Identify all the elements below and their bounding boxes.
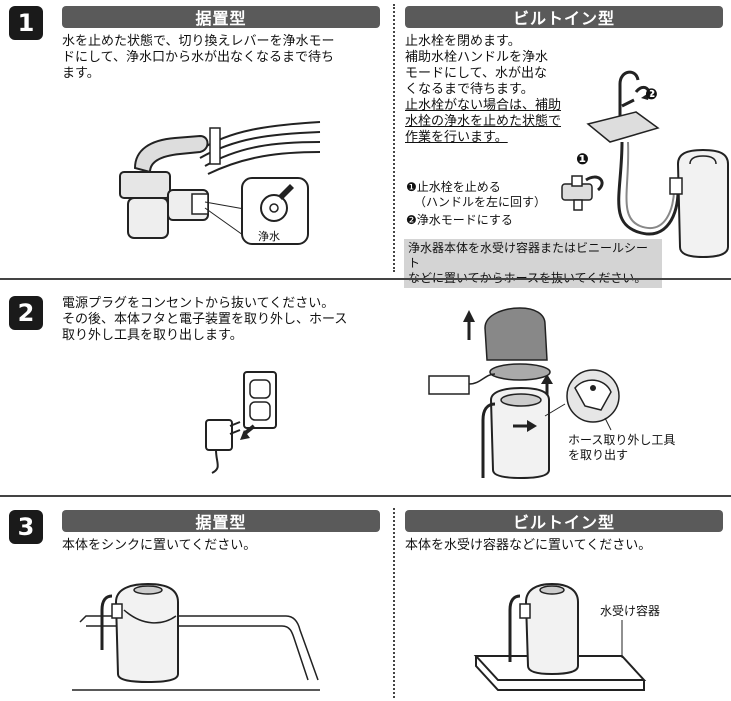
tool-label: ホース取り外し工具 を取り出す <box>568 433 675 463</box>
section-header-builtin: ビルトイン型 <box>405 6 723 28</box>
text-line-underlined: 水栓の浄水を止めた状態で <box>405 114 562 129</box>
section-divider-1 <box>0 278 731 280</box>
text-line: ドにして、浄水口から水が出なくなるまで待ち <box>62 50 334 65</box>
step2-instructions: 電源プラグをコンセントから抜いてください。 その後、本体フタと電子装置を取り外し… <box>62 296 402 344</box>
text-line: ます。 <box>62 66 100 81</box>
step-number-2: 2 <box>9 296 43 330</box>
step3-builtin-instructions: 本体を水受け容器などに置いてください。 <box>405 538 652 553</box>
text-line-underlined: 止水栓がない場合は、補助 <box>405 98 562 113</box>
section-header-standalone: 据置型 <box>62 510 380 532</box>
legend-1-line: （ハンドルを左に回す） <box>414 195 547 209</box>
tool-label-line: ホース取り外し工具 <box>568 433 676 447</box>
section-header-builtin: ビルトイン型 <box>405 510 723 532</box>
label-jousui: 浄水 <box>258 230 280 243</box>
text-line: 水を止めた状態で、切り換えレバーを浄水モー <box>62 34 335 49</box>
legend-1: ❶止水栓を止める （ハンドルを左に回す） ❷浄水モードにする <box>406 180 546 228</box>
text-line: 止水栓を閉めます。 <box>405 34 521 49</box>
shutoff-valve-icon <box>561 175 593 211</box>
note-line: 浄水器本体を水受け容器またはビニールシート <box>408 241 649 270</box>
builtin-faucet-illustration <box>585 70 729 259</box>
legend-1-line: ❶止水栓を止める <box>406 180 501 194</box>
tool-label-line: を取り出す <box>568 448 629 462</box>
column-divider <box>393 4 395 272</box>
outlet-and-plug-illustration <box>205 371 277 474</box>
legend-2-line: ❷浄水モードにする <box>406 213 513 227</box>
step-number-1: 1 <box>9 6 43 40</box>
marker-2: ❷ <box>645 85 658 103</box>
marker-1: ❶ <box>576 150 589 168</box>
water-container-illustration <box>473 582 647 691</box>
section-header-standalone: 据置型 <box>62 6 380 28</box>
text-line: くなるまで待ちます。 <box>405 82 534 97</box>
note-box: 浄水器本体を水受け容器またはビニールシート などに置いてからホースを抜いてくださ… <box>404 239 662 288</box>
column-divider <box>393 508 395 698</box>
step1-builtin-instructions: 止水栓を閉めます。 補助水栓ハンドルを浄水 モードにして、水が出な くなるまで待… <box>405 34 585 146</box>
text-line: 電源プラグをコンセントから抜いてください。 <box>62 296 335 311</box>
step1-standalone-instructions: 水を止めた状態で、切り換えレバーを浄水モー ドにして、浄水口から水が出なくなるま… <box>62 34 392 82</box>
sink-illustration <box>72 582 320 691</box>
text-line: 補助水栓ハンドルを浄水 <box>405 50 549 65</box>
step3-standalone-instructions: 本体をシンクに置いてください。 <box>62 538 257 553</box>
text-line-underlined: 作業を行います。 <box>405 130 508 145</box>
container-label: 水受け容器 <box>600 604 661 618</box>
text-line: その後、本体フタと電子装置を取り外し、ホース <box>62 312 348 327</box>
section-divider-2 <box>0 495 731 497</box>
text-line: 取り外し工具を取り出します。 <box>62 328 243 343</box>
purifier-disassembly-illustration <box>428 307 620 480</box>
text-line: モードにして、水が出な <box>405 66 547 81</box>
faucet-illustration <box>119 121 321 245</box>
step-number-3: 3 <box>9 510 43 544</box>
